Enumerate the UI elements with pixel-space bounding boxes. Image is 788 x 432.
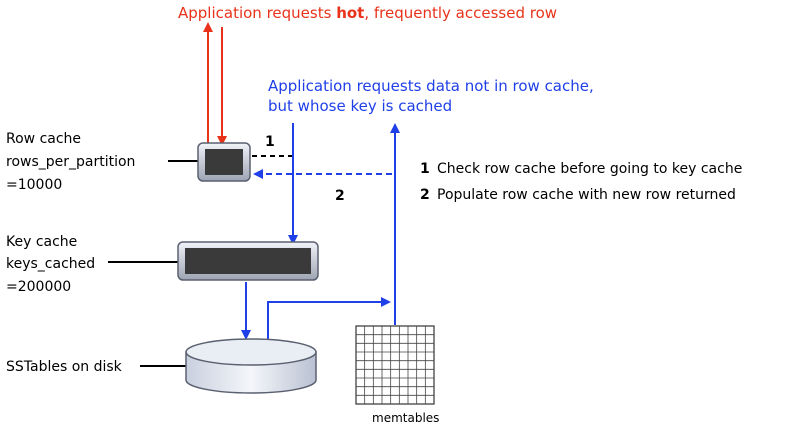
sstables-disk xyxy=(185,338,317,394)
key-cache-label: Key cache xyxy=(6,234,77,250)
row-cache-label: Row cache xyxy=(6,131,81,147)
memtables-grid xyxy=(355,325,435,405)
key-cache-value: =200000 xyxy=(6,279,71,295)
legend: 1 Check row cache before going to key ca… xyxy=(420,161,742,203)
blue-path-sstables-to-memtables xyxy=(267,301,386,345)
key-cache-box xyxy=(177,241,319,281)
blue-request-line2: but whose key is cached xyxy=(268,97,452,115)
legend-num-1: 1 xyxy=(420,161,430,177)
sstables-label: SSTables on disk xyxy=(6,359,123,375)
legend-num-2: 2 xyxy=(420,187,430,203)
hot-row-request-label: Application requests hot, frequently acc… xyxy=(178,4,557,22)
row-cache-box xyxy=(197,142,251,182)
memtables-label: memtables xyxy=(372,411,439,425)
legend-text-1: Check row cache before going to key cach… xyxy=(437,161,742,177)
blue-request-line1: Application requests data not in row cac… xyxy=(268,77,594,95)
memtables-frame xyxy=(355,325,435,405)
marker-1: 1 xyxy=(265,134,275,150)
marker-2: 2 xyxy=(335,188,345,204)
row-cache-value: =10000 xyxy=(6,177,62,193)
row-cache-setting: rows_per_partition xyxy=(6,154,135,170)
key-cache-setting: keys_cached xyxy=(6,256,95,272)
legend-text-2: Populate row cache with new row returned xyxy=(437,187,736,203)
